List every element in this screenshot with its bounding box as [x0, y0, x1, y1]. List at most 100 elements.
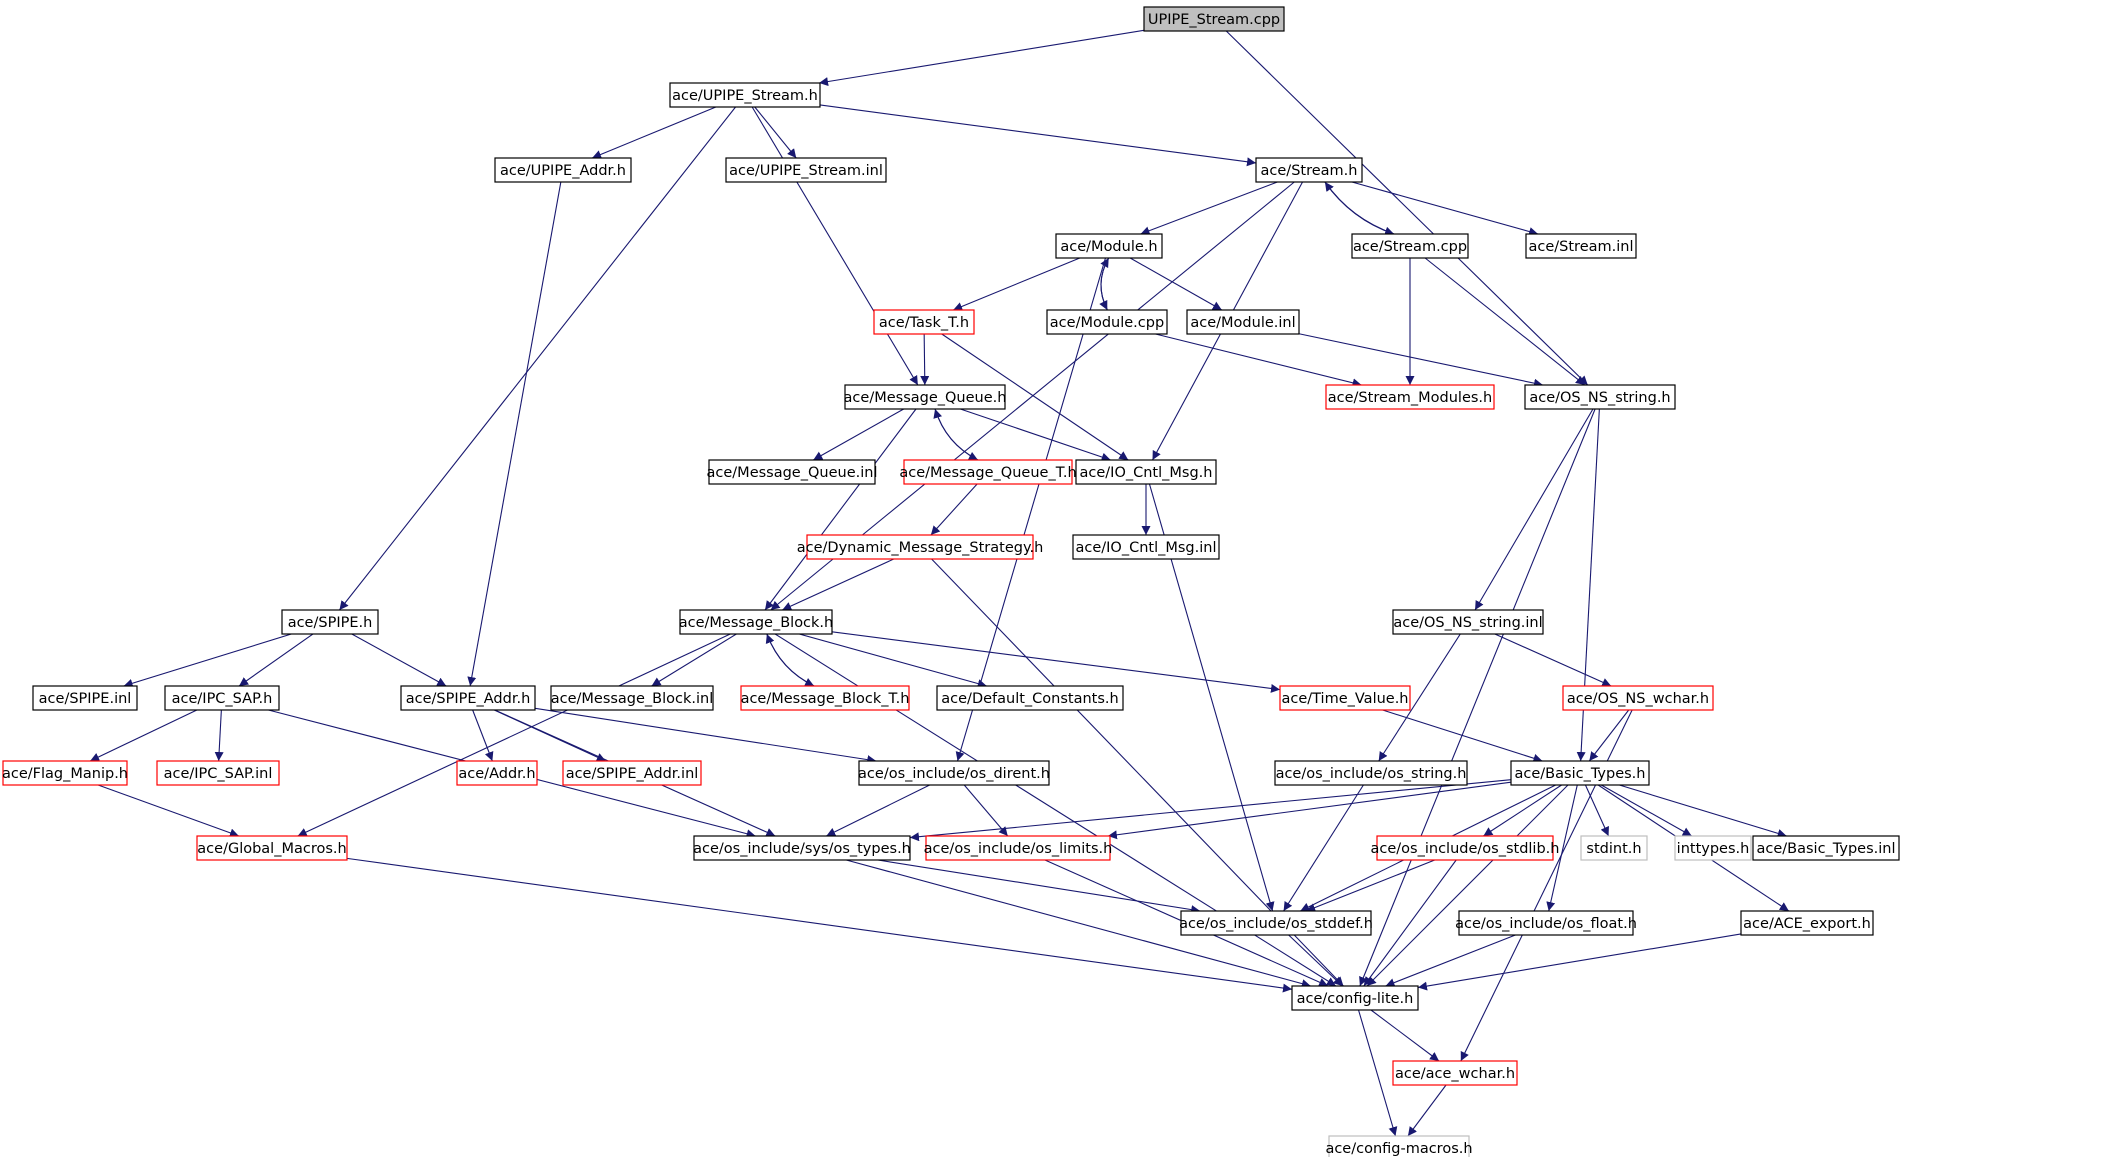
- edge-root-to-os_ns_string_h: [1225, 30, 1589, 386]
- node-label: ace/Basic_Types.inl: [1756, 841, 1895, 857]
- node-upipe-stream-inl[interactable]: ace/UPIPE_Stream.inl: [725, 157, 887, 183]
- node-label: ace/SPIPE.h: [288, 615, 373, 631]
- node-module-inl[interactable]: ace/Module.inl: [1186, 309, 1300, 335]
- edge-stream_cpp-to-os_ns_string_h: [1424, 257, 1586, 386]
- edge-basic_types_h-to-inttypes_h: [1601, 784, 1692, 837]
- node-io-cntl-msg-inl[interactable]: ace/IO_Cntl_Msg.inl: [1072, 534, 1220, 560]
- node-box: [1525, 233, 1637, 259]
- node-box: [1351, 233, 1469, 259]
- node-stdint-h[interactable]: stdint.h: [1580, 835, 1648, 861]
- node-os-ns-string-h[interactable]: ace/OS_NS_string.h: [1524, 384, 1676, 410]
- node-stream-modules-h[interactable]: ace/Stream_Modules.h: [1325, 384, 1495, 410]
- node-box: [1325, 384, 1495, 410]
- node-box: [1674, 835, 1752, 861]
- edge-os_dirent_h-to-os_limits_h: [963, 784, 1009, 837]
- node-label: ace/UPIPE_Addr.h: [500, 163, 626, 179]
- node-label: UPIPE_Stream.cpp: [1148, 12, 1280, 28]
- node-box: [679, 609, 833, 635]
- node-box: [1046, 309, 1168, 335]
- node-os-limits-h[interactable]: ace/os_include/os_limits.h: [924, 835, 1113, 861]
- node-spipe-inl[interactable]: ace/SPIPE.inl: [32, 685, 138, 711]
- node-default-constants-h[interactable]: ace/Default_Constants.h: [936, 685, 1124, 711]
- node-label: ace/Message_Block.inl: [551, 691, 714, 707]
- node-os-float-h[interactable]: ace/os_include/os_float.h: [1455, 910, 1637, 936]
- edge-module_h-to-os_dirent_h: [955, 257, 1106, 762]
- node-root[interactable]: UPIPE_Stream.cpp: [1143, 6, 1285, 32]
- node-box: [156, 760, 280, 786]
- node-io-cntl-msg-h[interactable]: ace/IO_Cntl_Msg.h: [1075, 459, 1217, 485]
- node-label: ace/Stream.cpp: [1353, 239, 1467, 255]
- edge-ipc_sap_h-to-ipc_sap_inl: [214, 709, 224, 762]
- node-addr-h[interactable]: ace/Addr.h: [456, 760, 538, 786]
- node-flag-manip-h[interactable]: ace/Flag_Manip.h: [2, 760, 128, 786]
- node-time-value-h[interactable]: ace/Time_Value.h: [1279, 685, 1411, 711]
- node-box: [550, 685, 714, 711]
- node-spipe-addr-inl[interactable]: ace/SPIPE_Addr.inl: [562, 760, 702, 786]
- node-os-stddef-h[interactable]: ace/os_include/os_stddef.h: [1179, 910, 1373, 936]
- node-message-queue-h[interactable]: ace/Message_Queue.h: [844, 384, 1007, 410]
- edge-upipe_stream_h-to-message_queue_h: [751, 106, 919, 386]
- node-box: [281, 609, 379, 635]
- edge-os_stddef_h-to-config_lite_h: [1288, 934, 1343, 987]
- edge-message_queue_h-to-message_block_h: [764, 408, 917, 611]
- node-stream-inl[interactable]: ace/Stream.inl: [1525, 233, 1637, 259]
- edge-upipe_stream_h-to-stream_h: [819, 104, 1257, 167]
- node-task-t-h[interactable]: ace/Task_T.h: [873, 309, 975, 335]
- node-upipe-stream-h[interactable]: ace/UPIPE_Stream.h: [669, 82, 821, 108]
- node-spipe-h[interactable]: ace/SPIPE.h: [281, 609, 379, 635]
- node-dyn-msg-strategy-h[interactable]: ace/Dynamic_Message_Strategy.h: [797, 534, 1044, 560]
- edge-upipe_stream_h-to-upipe_addr_h: [591, 106, 717, 159]
- edge-message_block_h-to-time_value_h: [831, 631, 1281, 693]
- edge-upipe_addr_h-to-spipe_addr_h: [467, 181, 562, 687]
- node-os-ns-string-inl[interactable]: ace/OS_NS_string.inl: [1392, 609, 1544, 635]
- node-config-lite-h[interactable]: ace/config-lite.h: [1291, 985, 1419, 1011]
- node-message-block-t-h[interactable]: ace/Message_Block_T.h: [740, 685, 910, 711]
- node-stream-cpp[interactable]: ace/Stream.cpp: [1351, 233, 1469, 259]
- node-stream-h[interactable]: ace/Stream.h: [1255, 157, 1363, 183]
- node-box: [1180, 910, 1372, 936]
- node-ace-wchar-h[interactable]: ace/ace_wchar.h: [1392, 1060, 1518, 1086]
- node-os-dirent-h[interactable]: ace/os_include/os_dirent.h: [858, 760, 1050, 786]
- edge-upipe_stream_h-to-upipe_stream_inl: [754, 106, 797, 159]
- node-box: [1458, 910, 1634, 936]
- edge-module_cpp-to-module_h: [1100, 257, 1110, 311]
- node-box: [1524, 384, 1676, 410]
- node-message-queue-inl[interactable]: ace/Message_Queue.inl: [707, 459, 878, 485]
- node-module-h[interactable]: ace/Module.h: [1055, 233, 1163, 259]
- node-message-block-inl[interactable]: ace/Message_Block.inl: [550, 685, 714, 711]
- edge-message_block_h-to-default_constants_h: [799, 633, 987, 688]
- node-box: [1279, 685, 1411, 711]
- edge-message_queue_h-to-io_cntl_msg_h: [960, 408, 1111, 462]
- node-os-stdlib-h[interactable]: ace/os_include/os_stdlib.h: [1371, 835, 1560, 861]
- node-spipe-addr-h[interactable]: ace/SPIPE_Addr.h: [400, 685, 536, 711]
- node-box: [725, 157, 887, 183]
- node-box: [858, 760, 1050, 786]
- node-inttypes-h[interactable]: inttypes.h: [1674, 835, 1752, 861]
- node-sys-os-types-h[interactable]: ace/os_include/sys/os_types.h: [693, 835, 911, 861]
- node-label: ace/Task_T.h: [879, 315, 969, 331]
- node-basic-types-inl[interactable]: ace/Basic_Types.inl: [1752, 835, 1900, 861]
- node-ace-export-h[interactable]: ace/ACE_export.h: [1740, 910, 1874, 936]
- node-module-cpp[interactable]: ace/Module.cpp: [1046, 309, 1168, 335]
- node-os-ns-wchar-h[interactable]: ace/OS_NS_wchar.h: [1562, 685, 1714, 711]
- edge-sys_os_types_h-to-config_lite_h: [846, 859, 1311, 988]
- node-ipc-sap-inl[interactable]: ace/IPC_SAP.inl: [156, 760, 280, 786]
- node-os-string-h[interactable]: ace/os_include/os_string.h: [1274, 760, 1468, 786]
- edge-spipe_addr_h-to-addr_h: [472, 709, 494, 762]
- node-label: ace/Message_Queue_T.h: [899, 465, 1076, 481]
- node-box: [1143, 6, 1285, 32]
- node-message-block-h[interactable]: ace/Message_Block.h: [679, 609, 833, 635]
- node-box: [164, 685, 280, 711]
- node-box: [196, 835, 348, 861]
- edge-spipe_addr_h-to-os_dirent_h: [534, 707, 877, 765]
- node-label: ace/IO_Cntl_Msg.inl: [1075, 540, 1216, 556]
- node-global-macros-h[interactable]: ace/Global_Macros.h: [196, 835, 348, 861]
- edge-os_dirent_h-to-sys_os_types_h: [826, 784, 930, 837]
- node-basic-types-h[interactable]: ace/Basic_Types.h: [1510, 760, 1650, 786]
- node-box: [1752, 835, 1900, 861]
- node-message-queue-t-h[interactable]: ace/Message_Queue_T.h: [899, 459, 1077, 485]
- node-box: [1274, 760, 1468, 786]
- node-config-macros-h[interactable]: ace/config-macros.h: [1325, 1135, 1473, 1157]
- node-ipc-sap-h[interactable]: ace/IPC_SAP.h: [164, 685, 280, 711]
- node-upipe-addr-h[interactable]: ace/UPIPE_Addr.h: [494, 157, 632, 183]
